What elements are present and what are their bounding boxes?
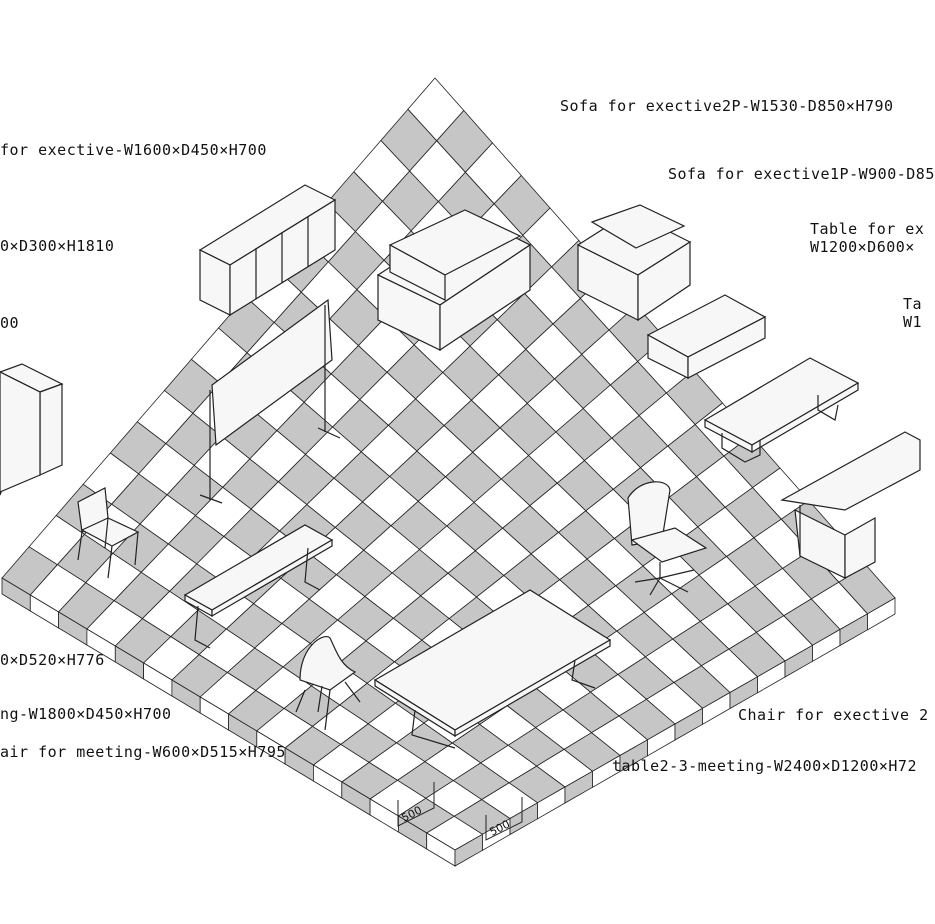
exec-desk-icon — [780, 431, 921, 579]
label-board: 00 — [0, 314, 20, 332]
label-table-meeting: ng-W1800×D450×H700 — [0, 705, 172, 723]
label-sofa-1p: Sofa for exective1P-W900-D85 — [668, 165, 935, 183]
whiteboard-icon — [199, 298, 341, 504]
sofa-2p-icon — [376, 209, 532, 352]
cabinet-icon — [198, 184, 337, 317]
floor-edge-block — [867, 597, 896, 631]
label-chair-d520: 0×D520×H776 — [0, 651, 105, 669]
big-table-icon — [373, 589, 612, 749]
shell-chair-icon — [295, 636, 361, 731]
office-chair-icon — [627, 481, 708, 596]
label-table-exec-line1: Table for ex — [810, 220, 925, 238]
checker-tiles — [1, 77, 896, 851]
label-big-table: table2-3-meeting-W2400×D1200×H72 — [612, 757, 917, 775]
label-ta-line2: W1 — [903, 313, 923, 331]
label-table-exec-line2: W1200×D600× — [810, 238, 915, 256]
exec-table-icon — [703, 357, 860, 463]
shelf-icon — [0, 363, 64, 496]
label-chair-meeting: air for meeting-W600×D515×H795 — [0, 743, 286, 761]
dimension-marks — [397, 782, 523, 841]
floor-edge — [1, 577, 896, 867]
label-chair-exec: Chair for exective 2 — [738, 706, 929, 724]
meeting-chair-icon — [77, 487, 140, 579]
label-ta-line1: Ta — [903, 295, 923, 313]
label-cabinet-exec: for exective-W1600×D450×H700 — [0, 141, 267, 159]
label-sofa-2p: Sofa for exective2P-W1530-D850×H790 — [560, 97, 894, 115]
floor-plan-diagram: 500 500 Sofa for exective2P-W1530-D850×H… — [0, 77, 934, 867]
low-table-icon — [646, 294, 767, 379]
meeting-table-icon — [183, 524, 334, 649]
sofa-1p-icon — [576, 204, 692, 322]
isometric-floor-grid: 500 500 — [0, 77, 921, 867]
label-shelf: 0×D300×H1810 — [0, 237, 115, 255]
